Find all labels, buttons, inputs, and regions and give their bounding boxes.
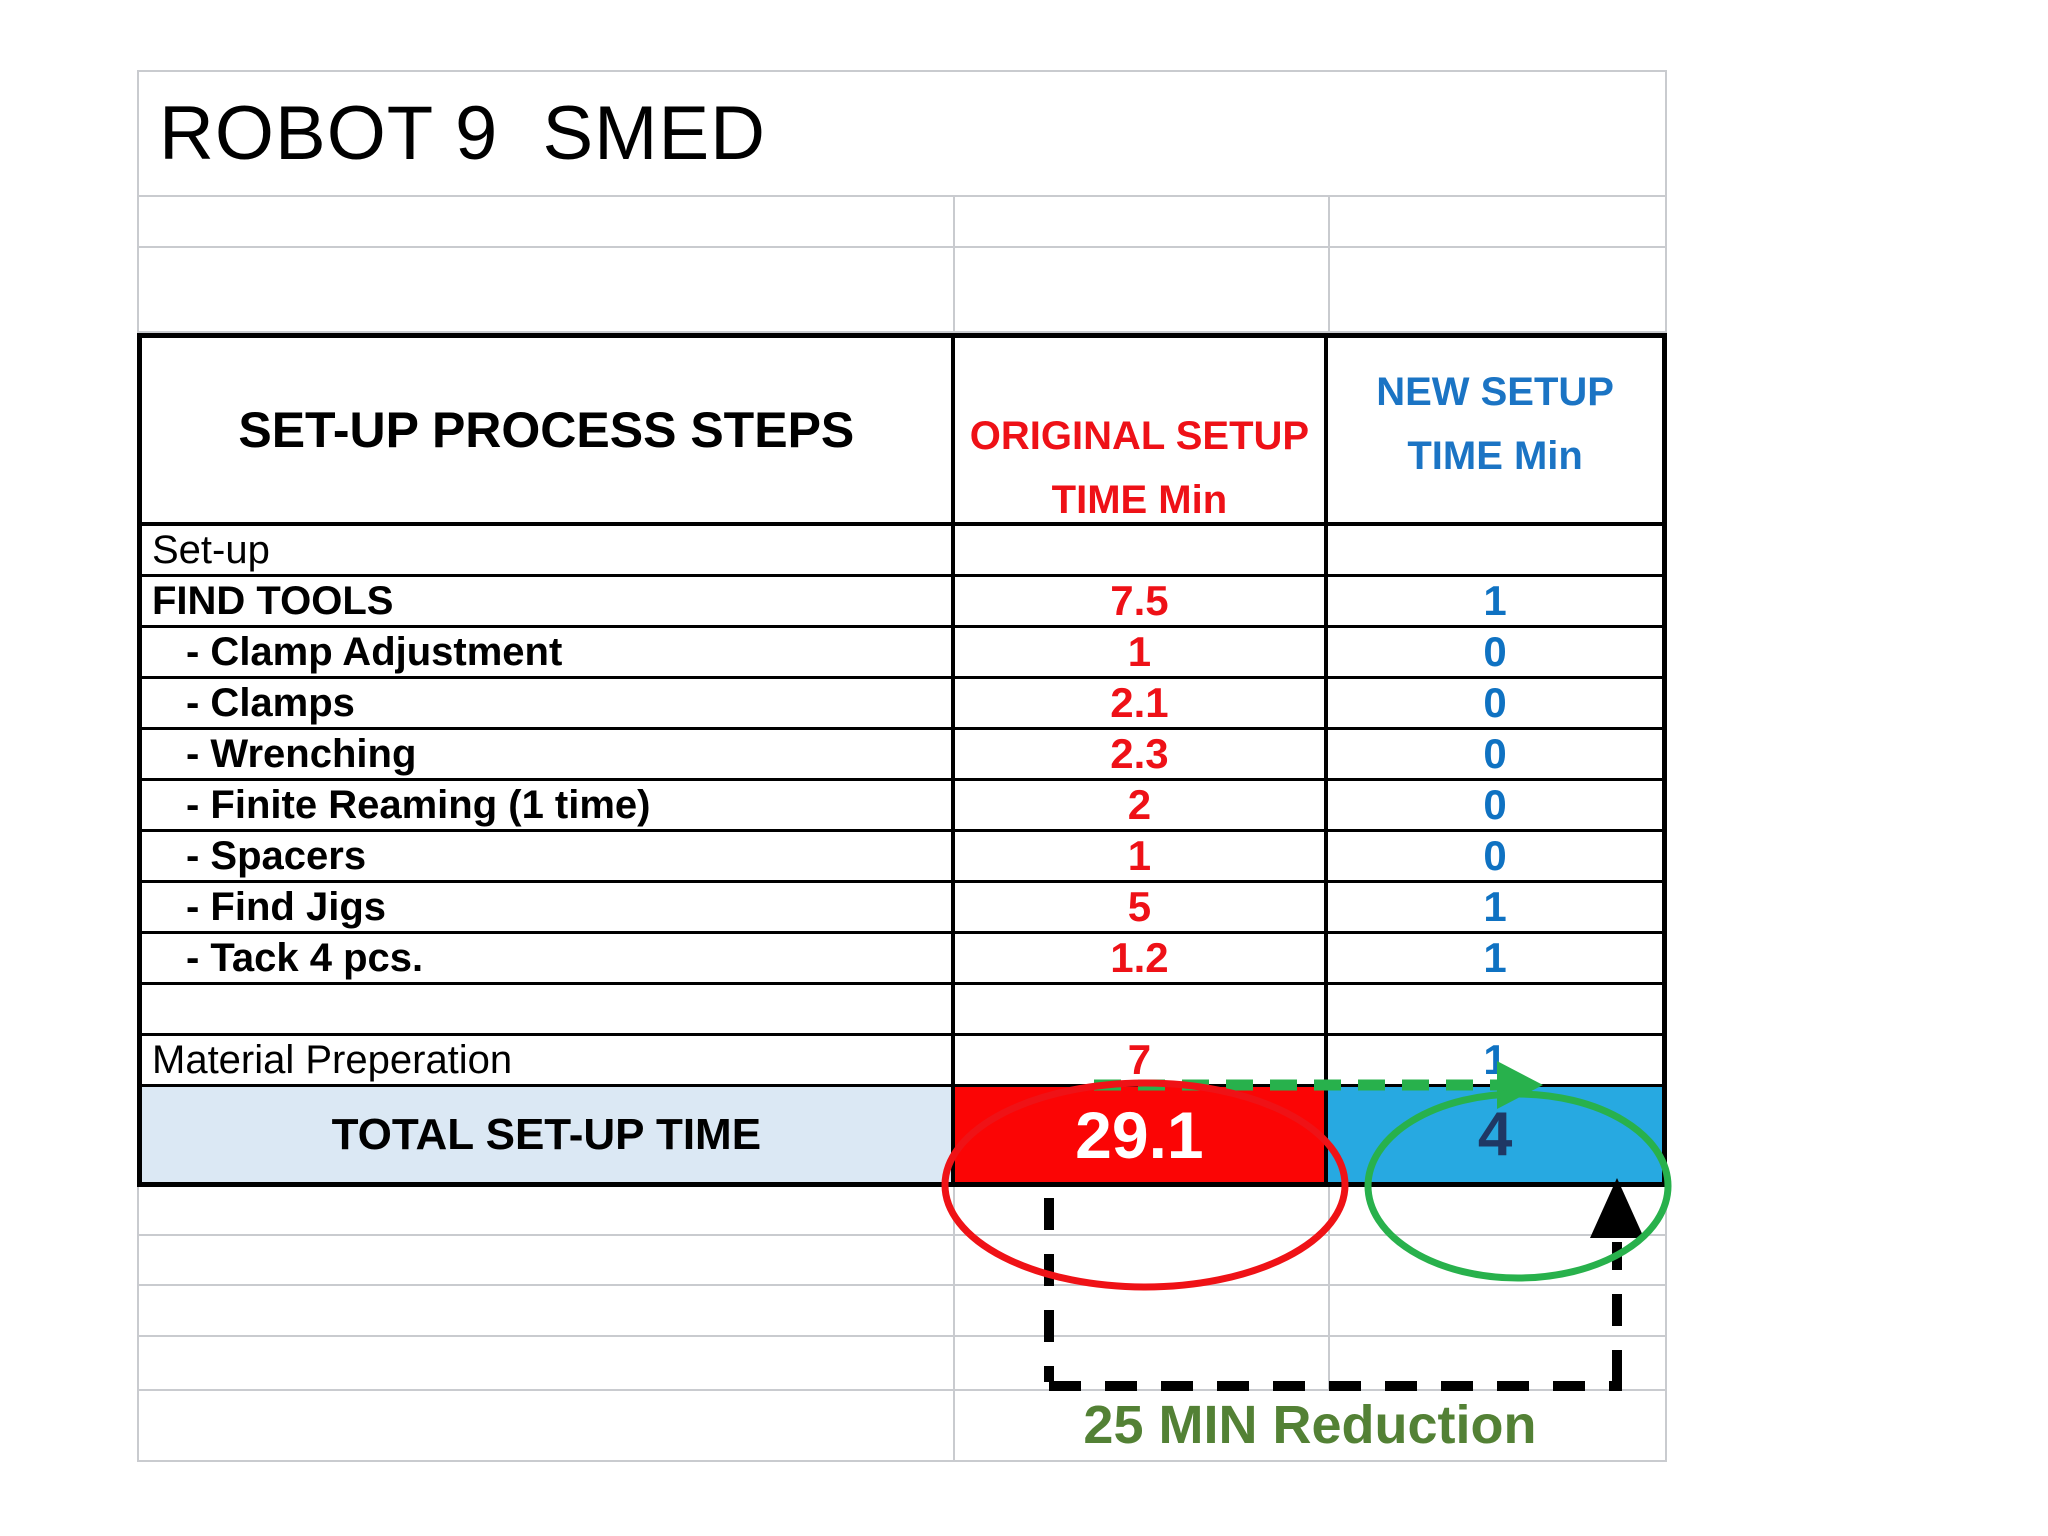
bottom-grid: 25 MIN Reduction — [137, 1187, 1667, 1462]
total-new-value-cell: 4 — [1328, 1087, 1662, 1182]
total-original-value: 29.1 — [1075, 1097, 1204, 1172]
new-time-value — [1328, 526, 1662, 577]
empty-cell — [1329, 1236, 1665, 1287]
header-new-line1: NEW SETUP — [1376, 370, 1614, 414]
reduction-label: 25 MIN Reduction — [1083, 1395, 1537, 1456]
empty-cell — [139, 1235, 955, 1287]
original-time-value: 1.2 — [954, 934, 1329, 985]
new-time-value: 0 — [1328, 781, 1662, 832]
empty-cell — [139, 1390, 955, 1460]
setup-table: SET-UP PROCESS STEPS ORIGINAL SETUP TIME… — [137, 333, 1667, 1187]
original-time-value: 2.3 — [954, 730, 1329, 781]
process-step-label: - Tack 4 pcs. — [142, 934, 955, 985]
empty-cell — [1329, 1337, 1665, 1391]
new-time-value: 0 — [1328, 730, 1662, 781]
new-time-value: 1 — [1328, 934, 1662, 985]
original-time-value: 1 — [954, 832, 1329, 883]
empty-cell — [954, 1187, 1330, 1236]
process-step-label: - Clamps — [142, 679, 955, 730]
process-step-label — [142, 985, 955, 1036]
empty-cell — [1329, 1286, 1665, 1337]
header-original-setup-time: ORIGINAL SETUP TIME Min — [954, 338, 1329, 526]
new-time-value: 1 — [1328, 577, 1662, 628]
title-box: ROBOT 9 SMED — [137, 70, 1667, 197]
empty-row-b — [137, 248, 1667, 333]
new-time-value: 1 — [1328, 1036, 1662, 1087]
process-step-label: - Find Jigs — [142, 883, 955, 934]
empty-cell — [139, 197, 955, 246]
empty-cell — [139, 1286, 955, 1337]
original-time-value: 2.1 — [954, 679, 1329, 730]
empty-cell — [139, 1187, 955, 1236]
original-time-value — [954, 526, 1329, 577]
total-original-value-cell: 29.1 — [954, 1087, 1329, 1182]
empty-cell — [139, 248, 955, 331]
empty-cell — [1330, 197, 1665, 246]
empty-cell — [1330, 248, 1665, 331]
empty-row-a — [137, 197, 1667, 248]
original-time-value: 7.5 — [954, 577, 1329, 628]
original-time-value — [954, 985, 1329, 1036]
total-new-value: 4 — [1477, 1100, 1513, 1169]
new-time-value: 0 — [1328, 832, 1662, 883]
process-step-label: - Finite Reaming (1 time) — [142, 781, 955, 832]
empty-cell — [955, 197, 1330, 246]
process-step-label: - Wrenching — [142, 730, 955, 781]
header-original-line2: TIME Min — [1051, 478, 1228, 522]
page-title: ROBOT 9 SMED — [159, 90, 767, 176]
original-time-value: 1 — [954, 628, 1329, 679]
reduction-note-cell: 25 MIN Reduction — [955, 1391, 1665, 1461]
header-new-setup-time: NEW SETUP TIME Min — [1328, 338, 1662, 526]
process-step-label: Set-up — [142, 526, 955, 577]
empty-cell — [955, 248, 1330, 331]
empty-cell — [954, 1336, 1330, 1391]
process-step-label: - Spacers — [142, 832, 955, 883]
process-step-label: Material Preperation — [142, 1036, 955, 1087]
total-setup-time-label: TOTAL SET-UP TIME — [331, 1109, 762, 1159]
header-new-line2: TIME Min — [1407, 434, 1583, 478]
process-step-label: - Clamp Adjustment — [142, 628, 955, 679]
empty-cell — [954, 1235, 1330, 1287]
header-process-steps: SET-UP PROCESS STEPS — [142, 338, 955, 526]
process-step-label: FIND TOOLS — [142, 577, 955, 628]
empty-cell — [954, 1286, 1330, 1337]
total-setup-time-label-cell: TOTAL SET-UP TIME — [142, 1087, 955, 1182]
header-original-line1: ORIGINAL SETUP — [969, 414, 1310, 458]
original-time-value: 2 — [954, 781, 1329, 832]
header-process-steps-label: SET-UP PROCESS STEPS — [238, 402, 855, 458]
new-time-value: 1 — [1328, 883, 1662, 934]
empty-cell — [139, 1336, 955, 1391]
new-time-value: 0 — [1328, 628, 1662, 679]
new-time-value — [1328, 985, 1662, 1036]
empty-cell — [1329, 1187, 1665, 1236]
original-time-value: 5 — [954, 883, 1329, 934]
original-time-value: 7 — [954, 1036, 1329, 1087]
new-time-value: 0 — [1328, 679, 1662, 730]
